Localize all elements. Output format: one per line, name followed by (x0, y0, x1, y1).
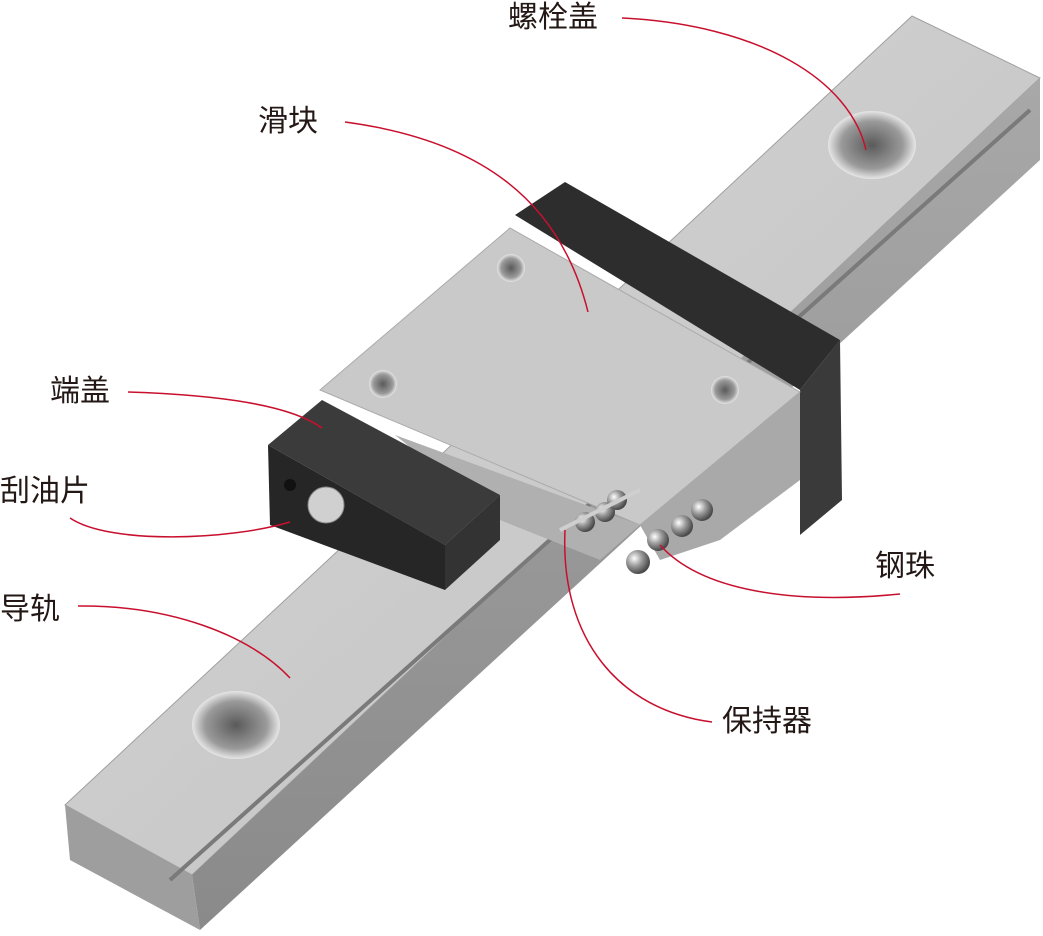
label-rail: 导轨 (0, 592, 60, 627)
label-end-cap: 端盖 (50, 374, 110, 409)
wiper-screw (307, 486, 345, 524)
leader-bolt-cap (621, 17, 867, 151)
rail-hole-right (828, 111, 916, 179)
slider-block (268, 182, 842, 590)
label-retainer: 保持器 (722, 704, 812, 739)
label-bolt-cap: 螺栓盖 (508, 0, 598, 35)
leader-rail (77, 605, 291, 679)
leader-retainer (564, 529, 713, 723)
end-cap (268, 400, 500, 545)
retainer (559, 488, 641, 532)
rail-hole-left (192, 691, 280, 759)
leader-slider (344, 121, 589, 313)
label-slider: 滑块 (258, 104, 318, 139)
leader-steel-ball (659, 544, 901, 599)
label-steel-ball: 钢珠 (875, 549, 935, 584)
label-wiper: 刮油片 (0, 474, 90, 509)
leader-end-cap (127, 391, 323, 429)
leader-wiper (69, 517, 291, 538)
